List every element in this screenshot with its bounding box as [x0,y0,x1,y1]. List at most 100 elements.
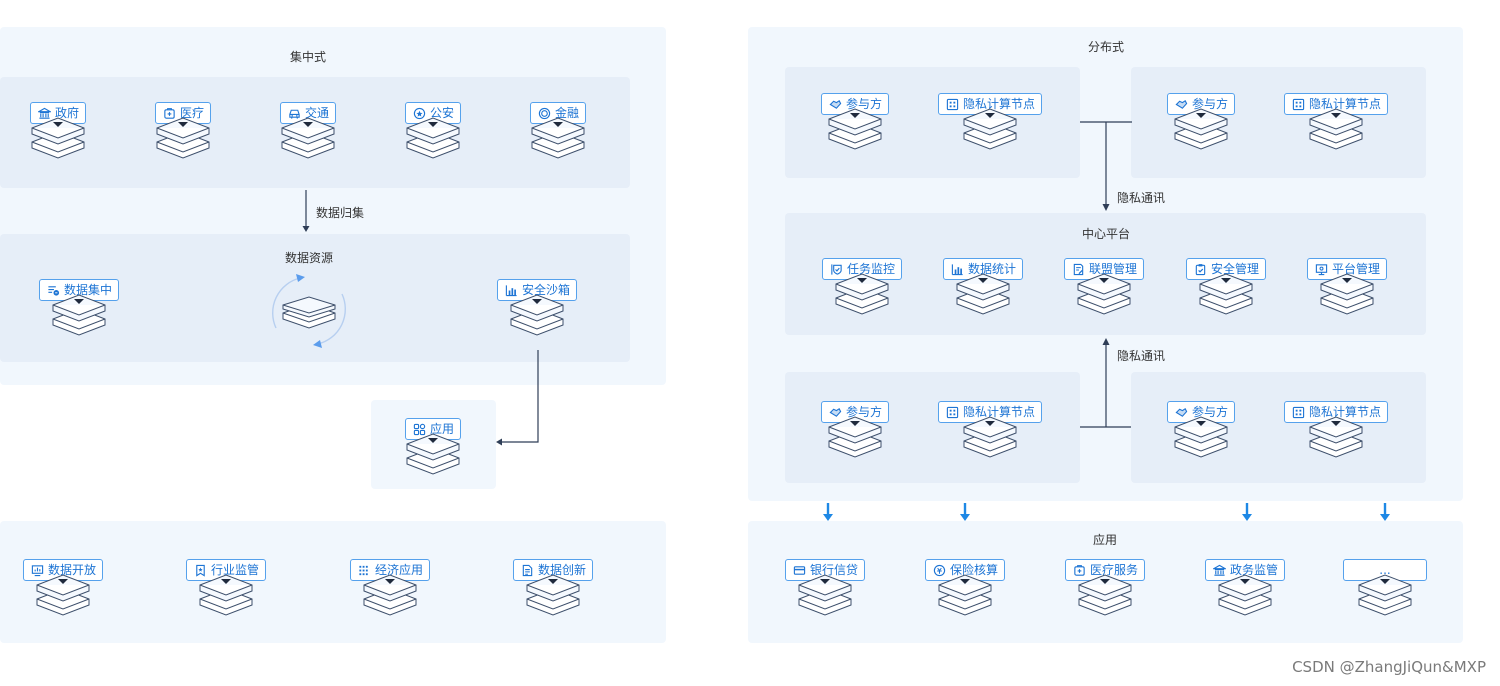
insurance-icon [932,563,946,577]
layer-stack-icon [827,415,883,459]
layer-stack-icon [1198,272,1254,316]
compute-label: 隐私计算节点 [1308,97,1382,111]
collect-arrow [302,190,310,232]
source-medical: 医疗 [151,102,215,162]
layer-stack-icon [1319,272,1375,316]
bank-icon [37,106,51,120]
resource-centralize: 数据集中 [38,279,120,339]
center-platform-mgmt: 平台管理 [1306,258,1388,318]
compute-tag: 隐私计算节点 [1283,93,1389,115]
party-label: 参与方 [845,97,883,111]
bar-chart-icon [504,283,518,297]
layer-stack-icon [280,116,336,160]
right-apps-title: 应用 [1092,533,1118,547]
party-top-right: 参与方 [1166,93,1236,153]
task-monitor-tag: 任务监控 [821,258,903,280]
layer-stack-icon [51,293,107,337]
layer-stack-icon [1308,107,1364,151]
party-bottom-right: 参与方 [1166,401,1236,461]
compute-label: 隐私计算节点 [962,405,1036,419]
distributed-title: 分布式 [1087,40,1125,54]
source-police-tag: 公安 [404,102,462,124]
more-label: ... [1379,563,1391,577]
resource-sandbox-label: 安全沙箱 [521,283,571,297]
data-stats-label: 数据统计 [967,262,1017,276]
data-stats-tag: 数据统计 [942,258,1024,280]
center-task-monitor: 任务监控 [821,258,903,318]
compute-tag: 隐私计算节点 [937,93,1043,115]
source-finance: 金融 [526,102,590,162]
resource-center-stack [281,296,337,330]
layer-stack-icon [198,573,254,617]
layer-stack-icon [1173,107,1229,151]
insurance-label: 保险核算 [949,563,999,577]
bar-chart-icon [950,262,964,276]
layer-stack-icon [405,432,461,476]
layer-stack-icon [155,116,211,160]
layer-stack-icon [834,272,890,316]
layer-stack-icon [797,573,853,617]
layer-stack-icon [827,107,883,151]
medical-service-tag: 医疗服务 [1064,559,1146,581]
top-comm-connector [1080,121,1132,211]
compute-top-left: 隐私计算节点 [937,93,1043,153]
card-icon [792,563,806,577]
center-alliance-mgmt: 联盟管理 [1063,258,1145,318]
compute-bottom-left: 隐私计算节点 [937,401,1043,461]
task-monitor-label: 任务监控 [846,262,896,276]
compute-tag: 隐私计算节点 [937,401,1043,423]
resource-sandbox: 安全沙箱 [496,279,578,339]
source-police-label: 公安 [429,106,455,120]
comm-label-bottom: 隐私通讯 [1117,349,1166,363]
coin-icon [537,106,551,120]
data-list-icon [46,283,60,297]
source-medical-label: 医疗 [179,106,205,120]
layer-stack-icon [530,116,586,160]
app-insurance: 保险核算 [924,559,1006,619]
open-data-label: 数据开放 [47,563,97,577]
data-innovation-label: 数据创新 [537,563,587,577]
police-badge-icon [412,106,426,120]
down-arrow-2 [960,503,970,521]
source-traffic-label: 交通 [304,106,330,120]
handshake-icon [828,97,842,111]
app-label: 应用 [429,422,455,436]
document-icon [520,563,534,577]
comm-label-top: 隐私通讯 [1117,191,1166,205]
grid-node-icon [1291,97,1305,111]
party-bottom-left: 参与方 [820,401,890,461]
alliance-mgmt-tag: 联盟管理 [1063,258,1145,280]
medical-icon [1072,563,1086,577]
app-gov-regulation: 政务监管 [1204,559,1286,619]
watermark: CSDN @ZhangJiQun&MXP [1292,658,1486,676]
center-title: 中心平台 [1081,227,1131,241]
down-arrow-3 [1242,503,1252,521]
source-government: 政府 [26,102,90,162]
layer-stack-icon [962,107,1018,151]
source-police: 公安 [401,102,465,162]
compute-label: 隐私计算节点 [1308,405,1382,419]
layer-stack-icon [955,272,1011,316]
medical-icon [162,106,176,120]
source-medical-tag: 医疗 [154,102,212,124]
grid-dots-icon [357,563,371,577]
gov-regulation-tag: 政务监管 [1204,559,1286,581]
economic-app-tag: 经济应用 [349,559,431,581]
cycle-arrows-icon [272,274,346,348]
bank-credit-tag: 银行信贷 [784,559,866,581]
source-finance-label: 金融 [554,106,580,120]
party-label: 参与方 [1191,405,1229,419]
monitor-icon [1314,262,1328,276]
down-arrow-4 [1380,503,1390,521]
layer-stack-icon [1077,573,1133,617]
layer-stack-icon [937,573,993,617]
bottom-data-innovation: 数据创新 [512,559,594,619]
source-traffic: 交通 [276,102,340,162]
layer-stack-icon [362,573,418,617]
layer-stack-icon [509,293,565,337]
app-more: ... [1343,559,1427,619]
gov-regulation-label: 政务监管 [1229,563,1279,577]
economic-app-label: 经济应用 [374,563,424,577]
grid-node-icon [945,405,959,419]
center-security-mgmt: 安全管理 [1185,258,1267,318]
